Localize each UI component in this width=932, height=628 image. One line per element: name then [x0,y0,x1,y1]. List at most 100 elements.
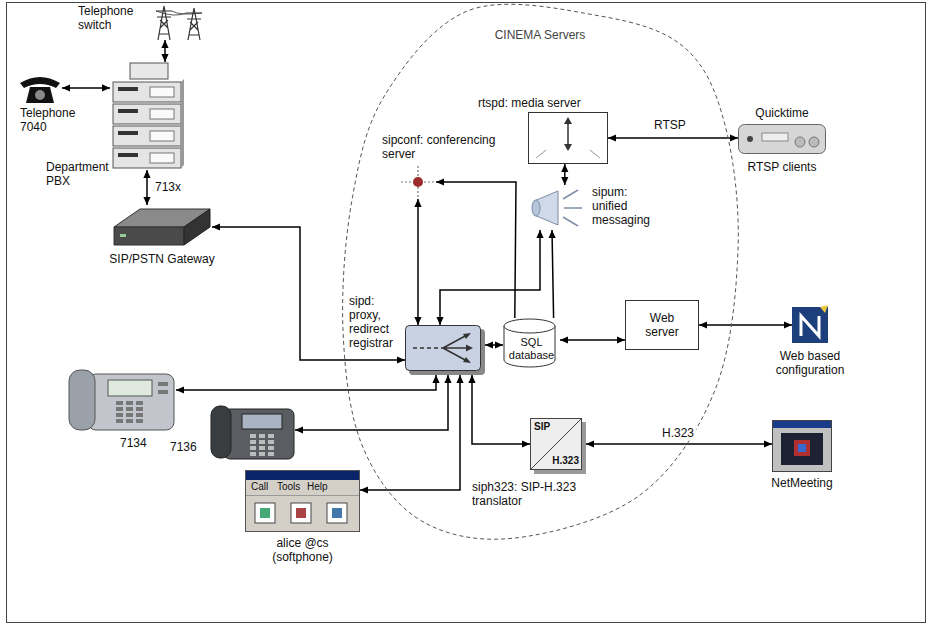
connector-line [560,339,625,341]
node-label: Web server [640,311,684,339]
connector-line [586,443,772,445]
node-label: SIP/PSTN Gateway [97,252,227,266]
sql-database: SQL database [503,318,560,368]
media-server: rtspd: media server [528,112,608,164]
menu-item: Help [307,481,328,493]
connector [414,199,421,325]
softphone: CallToolsHelpalice @cs (softphone) [245,470,360,532]
node-label: Department PBX [46,160,108,188]
node-label: sipd: proxy, redirect registrar [349,294,403,350]
node-label: Quicktime [738,106,826,120]
node-label: RTSP clients [738,160,826,174]
arrow-head [522,440,530,447]
ip-phone-icon [68,368,176,432]
node-label: Telephone 7040 [20,106,82,134]
arrow-head [549,230,556,238]
arrow-head [468,375,475,383]
connector-line [417,199,419,325]
connector-line [212,227,405,360]
edge-label: RTSP [652,118,688,132]
arrow-head [730,134,738,141]
node-label: sipum: unified messaging [592,185,664,227]
node-label: 7136 [170,440,206,454]
connector-line [608,137,738,139]
node-label: alice @cs (softphone) [260,536,345,564]
connector [62,84,110,91]
arrow-head [436,178,444,185]
arrow-head [432,375,439,383]
connector-line [295,375,448,430]
connector-line [699,324,792,326]
connector [608,134,738,141]
web-config: Web based configuration [792,305,828,345]
gateway-icon [112,205,212,249]
connector [468,375,530,448]
connector [586,440,772,447]
connector [176,375,440,394]
softphone-window [245,470,360,532]
connector [161,40,168,62]
server-region: CINEMA Servers sipconf: conferencing serv… [335,4,745,544]
arrow-head [456,375,463,383]
protocol-tag: H.323 [552,455,579,467]
arrow-head [397,356,405,363]
proxy-server: sipd: proxy, redirect registrar [405,325,485,375]
node-label: rtspd: media server [478,96,638,110]
telephone: Telephone 7040 [18,72,62,104]
menu-item: Call [251,481,268,493]
ip-phone-icon [210,405,295,460]
connector [436,230,543,325]
unified-messaging: sipum: unified messaging [528,185,584,230]
telephone-icon [18,72,62,104]
node-label: Telephone switch [78,4,146,32]
arrow-head [161,40,168,48]
node-label: 7134 [120,436,160,450]
pbx-icon [110,62,185,170]
connector [485,341,503,348]
arrow-head [143,170,150,178]
arrow-head [617,336,625,343]
region-title: CINEMA Servers [335,28,745,42]
telephone-switch: Telephone switch [150,6,210,40]
sip-h323-translator: SIPH.323siph323: SIP-H.323 translator [530,418,586,474]
netmeeting-client: NetMeeting [772,420,832,472]
arrow-head [561,164,568,172]
switch-towers [150,6,210,40]
arrow-head [360,486,368,493]
arrow-head [414,199,421,207]
arrow-head [176,386,184,393]
edge-label: H.323 [660,426,696,440]
arrow-head [586,440,594,447]
arrow-head [414,317,421,325]
arrow-head [295,426,303,433]
connector [212,223,405,363]
arrow-head [608,134,616,141]
arrow-head [495,341,503,348]
conference-server: sipconf: conferencing server [400,165,436,199]
connector [143,170,150,205]
connector [561,164,568,185]
connector [360,375,464,494]
player-icon [738,122,826,156]
arrow-head [764,440,772,447]
connector-line [552,230,554,318]
node-label: NetMeeting [757,476,847,490]
browser-icon [792,305,828,345]
arrow-head [699,321,707,328]
ip-phone: 7134 [68,368,176,432]
node-label: siph323: SIP-H.323 translator [472,480,607,508]
proxy-icon [405,325,485,375]
connector-line [360,375,460,490]
menu-item: Tools [277,481,300,493]
edge-label: 713x [153,180,183,194]
sip-pstn-gateway: SIP/PSTN Gateway [112,205,212,249]
arrow-head [143,197,150,205]
connector-line [436,182,516,318]
netmeeting-window [772,420,832,472]
node-label: Web based configuration [755,349,865,377]
connector [699,321,792,328]
connector [560,336,625,343]
pbx: Department PBX [110,62,185,170]
arrow-head [212,223,220,230]
